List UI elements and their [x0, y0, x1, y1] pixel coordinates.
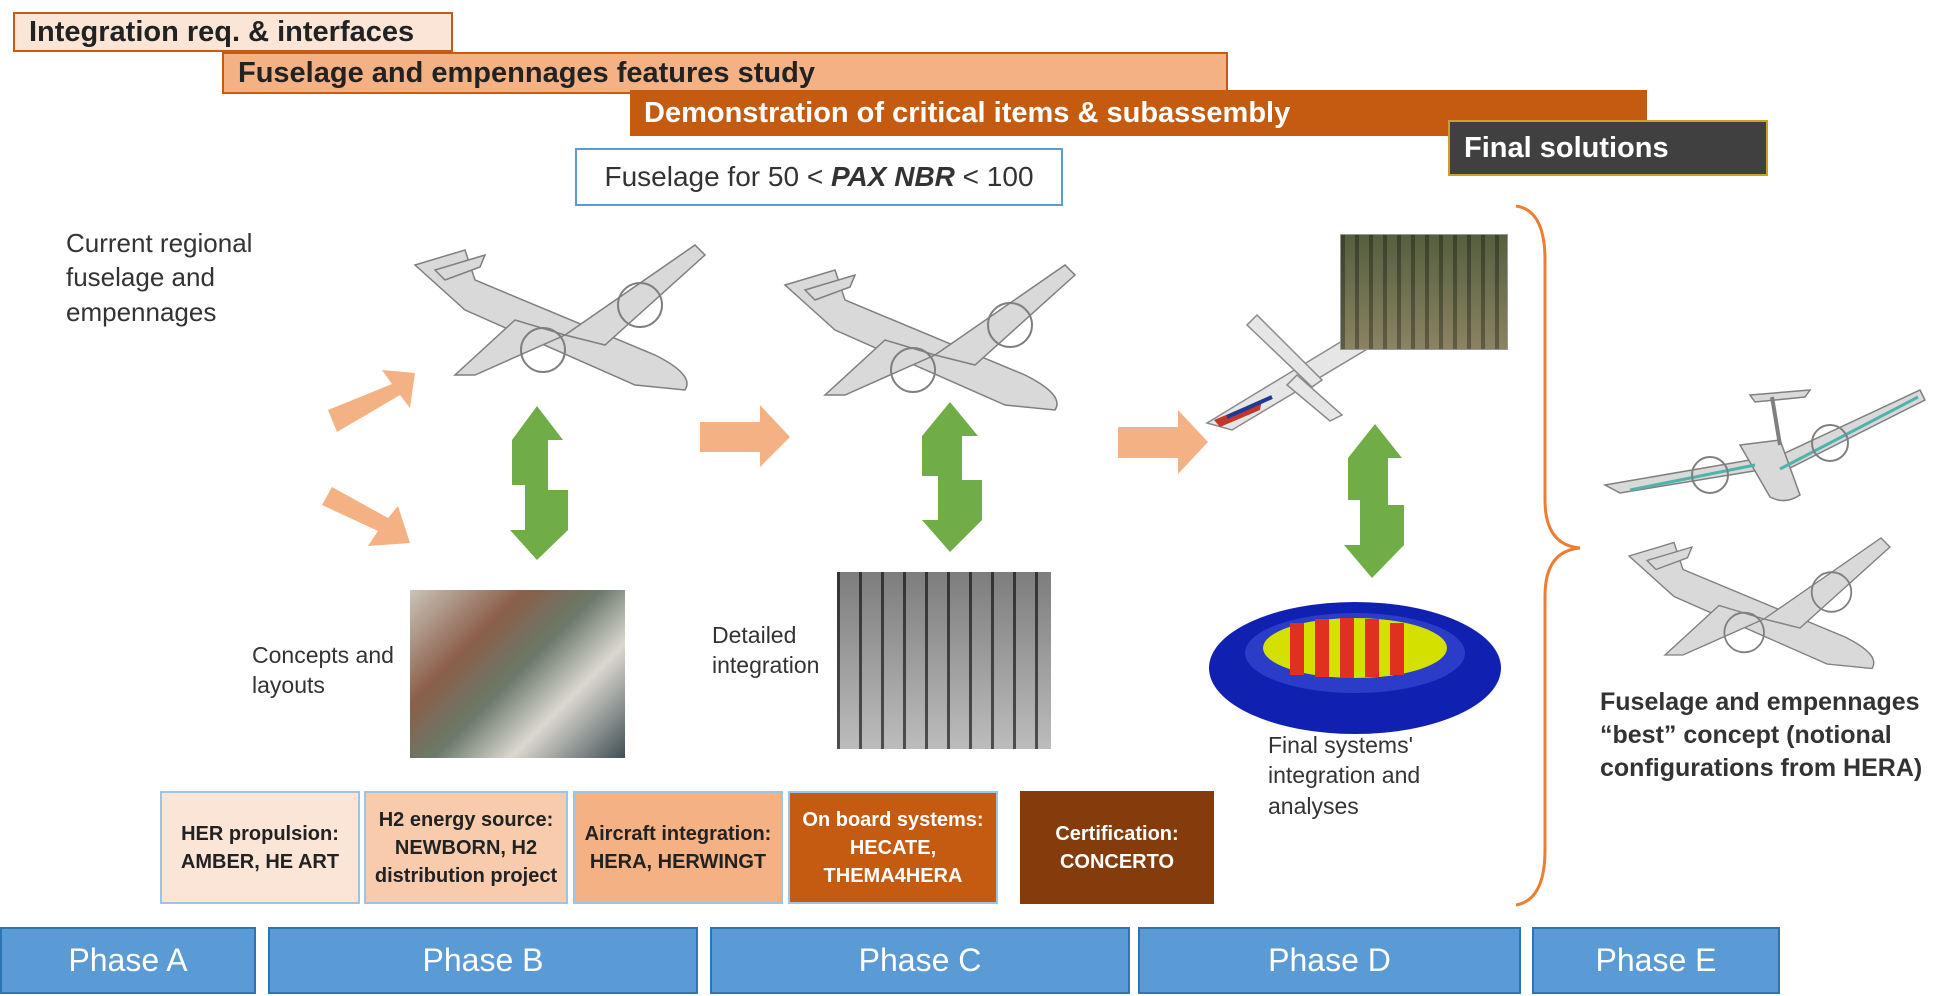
pax-suffix: < 100: [954, 161, 1034, 192]
label-current: Current regional fuselage and empennages: [66, 228, 253, 327]
phase-label: Phase D: [1268, 942, 1391, 978]
label-final-systems: Final systems' integration and analyses: [1268, 732, 1421, 819]
orange-arrow-1: [328, 370, 415, 432]
program-label: On board systems: HECATE, THEMA4HERA: [802, 808, 984, 887]
green-arrow-1: [510, 406, 568, 560]
aircraft-image-2: [783, 264, 1077, 411]
pax-prefix: Fuselage for 50 <: [604, 161, 831, 192]
program-aircraft-integration: Aircraft integration: HERA, HERWINGT: [573, 791, 783, 904]
aircraft-image-final-bottom: [1627, 537, 1891, 670]
program-her-propulsion: HER propulsion: AMBER, HE ART: [160, 791, 360, 904]
program-certification: Certification: CONCERTO: [1020, 791, 1214, 904]
phase-label: Phase C: [858, 942, 982, 978]
pax-box: Fuselage for 50 < PAX NBR < 100: [575, 148, 1063, 206]
bar-demonstration-label: Demonstration of critical items & subass…: [644, 96, 1291, 129]
green-arrow-2: [922, 402, 982, 552]
label-concepts: Concepts and layouts: [252, 642, 394, 699]
phase-d: Phase D: [1138, 927, 1521, 994]
pax-emph: PAX NBR: [830, 161, 955, 192]
program-label: Certification: CONCERTO: [1055, 822, 1179, 873]
aircraft-image-final-top: [1602, 389, 1927, 502]
cabin-interior-photo: [1340, 234, 1508, 350]
phase-b: Phase B: [268, 927, 698, 994]
bar-final: Final solutions: [1448, 120, 1768, 176]
phase-label: Phase A: [68, 942, 188, 978]
orange-arrow-4: [1118, 410, 1208, 474]
label-best: Fuselage and empennages “best” concept (…: [1600, 688, 1923, 782]
phase-label: Phase B: [422, 942, 544, 978]
detailed-integration-photo: [837, 572, 1051, 749]
green-arrow-3: [1344, 424, 1404, 578]
phase-a: Phase A: [0, 927, 256, 994]
bar-integration: Integration req. & interfaces: [13, 12, 453, 52]
program-label: H2 energy source: NEWBORN, H2 distributi…: [374, 808, 558, 887]
program-label: Aircraft integration: HERA, HERWINGT: [584, 822, 772, 873]
aircraft-image-1: [413, 244, 707, 391]
bar-features-label: Fuselage and empennages features study: [238, 56, 815, 89]
bar-final-label: Final solutions: [1464, 131, 1669, 164]
program-label: HER propulsion: AMBER, HE ART: [180, 822, 340, 873]
label-detailed: Detailed integration: [712, 622, 820, 679]
bar-integration-label: Integration req. & interfaces: [29, 15, 415, 48]
curly-brace: [1515, 204, 1581, 907]
phase-label: Phase E: [1595, 942, 1717, 978]
phase-e: Phase E: [1532, 927, 1780, 994]
orange-arrow-3: [700, 405, 790, 467]
concepts-photo: [410, 590, 625, 758]
fea-model-image: [1209, 602, 1501, 734]
program-h2-energy: H2 energy source: NEWBORN, H2 distributi…: [364, 791, 568, 904]
program-on-board-systems: On board systems: HECATE, THEMA4HERA: [788, 791, 998, 904]
phase-c: Phase C: [710, 927, 1130, 994]
orange-arrow-2: [322, 487, 410, 546]
